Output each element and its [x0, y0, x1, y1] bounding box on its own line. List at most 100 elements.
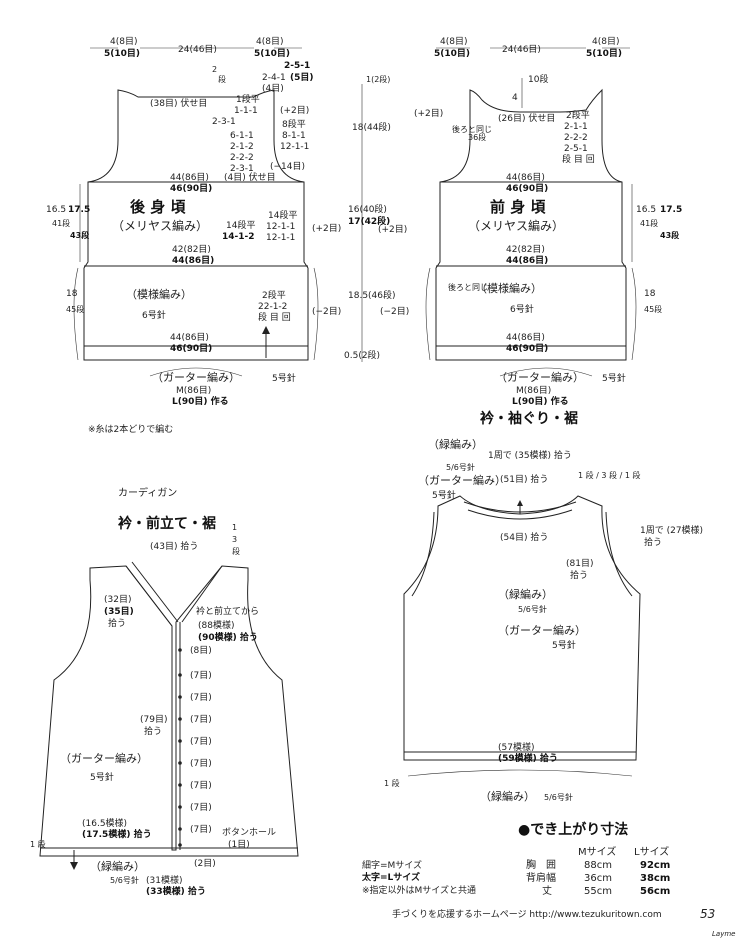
button-gap: (7目) [190, 714, 212, 725]
back-bodice: 4(8目) 5(10目) 24(46目) 4(8目) 5(10目) 2-5-1 … [46, 36, 396, 407]
cardigan-front-90: (90模様) 拾う [198, 631, 258, 643]
cardigan-pick79u: 拾う [144, 725, 162, 737]
cardigan-rib: （緑編み） [90, 859, 145, 873]
cardigan-collar-band-r [181, 565, 223, 623]
back-p2-top: (+2目) [280, 105, 309, 116]
back-neck-2dan: 2 [212, 65, 217, 74]
front-w1: 44(86目) [506, 172, 545, 183]
front-arm-5: 段 目 回 [562, 153, 595, 165]
front-outline [435, 88, 627, 361]
front-garter: （ガーター編み） [496, 370, 584, 384]
front-p2-top: (+2目) [414, 108, 443, 119]
front-arm-2: 2-1-1 [564, 122, 588, 132]
front-hem-curve [499, 367, 593, 377]
vest-pick81: (81目) [566, 558, 593, 569]
button-icon [178, 783, 182, 787]
vest-dan1: 1 段 [384, 778, 400, 788]
front-right-41: 41段 [640, 218, 658, 228]
vest-pick51: (51目) 拾う [500, 473, 548, 485]
front-neck-10: 10段 [528, 73, 548, 85]
cardigan-outline [39, 565, 299, 857]
cardigan-front-pick: 衿と前立てから [196, 605, 259, 617]
front-w2l: 44(86目) [506, 255, 548, 266]
back-left-curve [73, 267, 79, 361]
back-w2: 42(82目) [172, 244, 211, 255]
button-gap: (7目) [190, 736, 212, 747]
back-lower-1: 2段平 [262, 289, 286, 301]
button-row [178, 843, 182, 847]
back-needle6: 6号針 [142, 309, 166, 321]
cardigan-collar-band [125, 565, 173, 627]
arrow-up-icon [517, 500, 523, 506]
front-w3l: 46(90目) [506, 343, 548, 354]
back-left-41: 41段 [52, 218, 70, 228]
vest-garter-mid: （ガーター編み） [498, 623, 586, 637]
vest-pick59: (59模様) 拾う [498, 752, 558, 764]
button-gap: (7目) [190, 692, 212, 703]
back-dim-18: 18(44段) [352, 121, 391, 133]
button-row: (8目) [178, 645, 212, 656]
back-shoulder-5: (5目) [290, 72, 314, 83]
cardigan-front-88: (88模様) [198, 619, 234, 631]
finished-row: 背肩幅 36cm 38cm [526, 871, 670, 884]
back-left-45: 45段 [66, 304, 84, 314]
front-bodice: 4(8目) 5(10目) 24(46目) 4(8目) 5(10目) 10段 4 … [378, 36, 682, 407]
back-dim-17: 17(42段) [348, 215, 390, 227]
cardigan-dan13: 1 [232, 523, 237, 532]
finished-row-m: 55cm [584, 886, 612, 897]
front-sub: （メリヤス編み） [468, 218, 564, 233]
front-top-right-l: 5(10目) [586, 48, 622, 59]
back-dim-185: 18.5(46段) [348, 289, 396, 301]
back-neck-sched-3: 2-3-1 [212, 117, 236, 127]
cardigan-pick33: (33模様) 拾う [146, 885, 206, 897]
arrow-down-icon [70, 862, 78, 870]
back-neck-sched-2: 1-1-1 [234, 106, 258, 116]
finished-col-m: Mサイズ [578, 845, 616, 858]
back-top-right: 4(8目) [256, 36, 283, 47]
button-icon [178, 648, 182, 652]
finished-row: 胸 囲 88cm 92cm [526, 858, 670, 871]
finished-row-label: 背肩幅 [526, 871, 556, 884]
button-gap: (7目) [190, 780, 212, 791]
button-row: (7目) [178, 780, 212, 791]
back-arm-bind: (4目) 伏せ目 [224, 171, 276, 183]
vest-needle56-mid: 5/6号針 [518, 604, 547, 614]
front-top-center: 24(46目) [502, 44, 541, 55]
back-shoulder-sched-2: 2-4-1 [262, 73, 286, 83]
back-m2: (−2目) [312, 306, 341, 317]
cardigan-diagram: カーディガン 衿・前立て・裾 (43目) 拾う 1 3 段 (32目) (35目… [30, 486, 299, 897]
front-arm-1: 2段平 [566, 109, 590, 121]
back-side-b2: 12-1-1 [266, 222, 295, 232]
front-arm-4: 2-5-1 [564, 144, 588, 154]
back-arm-a1: 6-1-1 [230, 131, 254, 141]
cardigan-needle5: 5号針 [90, 771, 114, 783]
front-right-175: 17.5 [660, 205, 682, 215]
vest-needle5-top: 5号針 [432, 489, 456, 501]
front-right-165: 16.5 [636, 205, 656, 215]
vest-outline [403, 495, 641, 761]
cardigan-needle56: 5/6号針 [110, 875, 139, 885]
page-number: 53 [700, 907, 715, 921]
vest-rib-mid: （緑編み） [498, 587, 553, 601]
front-needle6: 6号針 [510, 303, 534, 315]
vest-needle5-mid: 5号針 [552, 639, 576, 651]
front-left-curve [425, 267, 431, 361]
cardigan-dan13-b: 3 [232, 535, 237, 544]
button-row: (7目) [178, 736, 212, 747]
cardigan-pick35: (35目) [104, 606, 134, 617]
front-right-18: 18 [644, 289, 656, 299]
finished-legend-1: 細字=Mサイズ [362, 859, 422, 871]
back-cast-l: L(90目) 作る [172, 395, 229, 407]
front-same-back-2: 後ろと同じ [448, 282, 488, 292]
cardigan-garter: （ガーター編み） [60, 751, 148, 765]
back-side-a1: 14段平 [226, 219, 255, 231]
vest-diagram: 衿・袖ぐり・裾 （緑編み） 5/6号針 （ガーター編み） 5号針 1周で (35… [384, 410, 703, 803]
back-arm-a2: 2-1-2 [230, 142, 254, 152]
back-arm-b1: 8段平 [282, 118, 306, 130]
button-icon [178, 717, 182, 721]
back-side-b1: 14段平 [268, 209, 297, 221]
cardigan-pick32: (32目) [104, 594, 131, 605]
front-right-45: 45段 [644, 304, 662, 314]
button-icon [178, 843, 182, 847]
